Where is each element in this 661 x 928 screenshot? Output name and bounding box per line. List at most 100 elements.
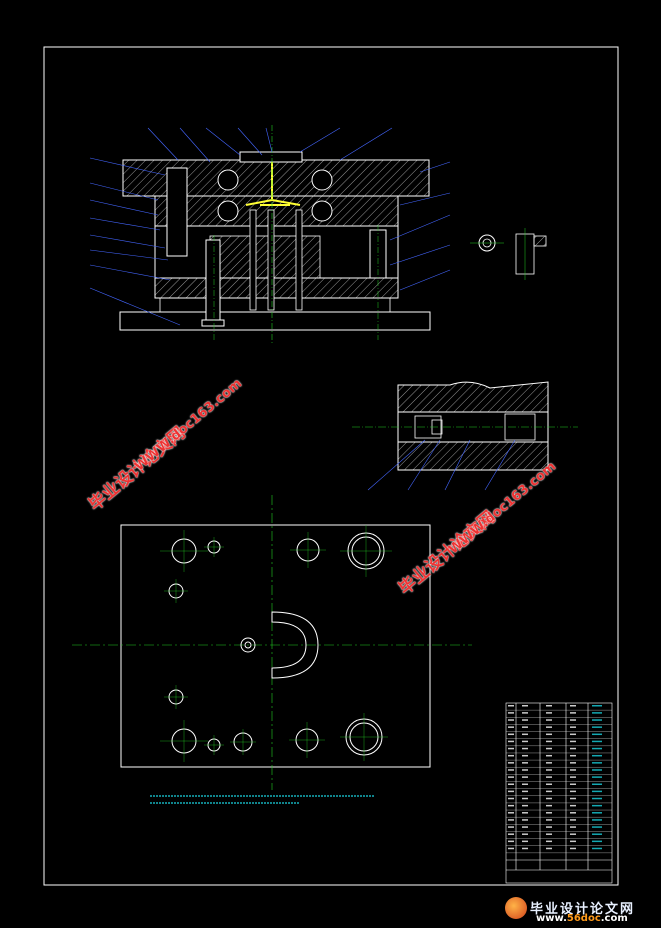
table-cell-mark: [522, 726, 528, 728]
table-cell-mark: [570, 705, 576, 707]
table-cell-mark: [522, 762, 528, 764]
table-cell-mark: [522, 740, 528, 743]
table-cell-mark: [546, 747, 552, 750]
technical-notes-marks: [150, 795, 375, 804]
table-cell-mark: [570, 812, 576, 814]
table-cell-mark: [592, 754, 602, 757]
table-cell-mark: [508, 740, 514, 743]
table-cell-mark: [570, 726, 576, 728]
table-cell-mark: [508, 812, 514, 814]
table-cell-mark: [508, 705, 514, 707]
table-cell-mark: [592, 740, 602, 743]
footer-brand: 毕业设计论文网: [530, 902, 636, 917]
table-cell-mark: [522, 783, 528, 785]
table-cell-mark: [592, 819, 602, 821]
table-cell-mark: [522, 833, 528, 835]
table-cell-mark: [522, 769, 528, 771]
table-cell-mark: [592, 797, 602, 800]
table-cell-mark: [592, 840, 602, 843]
table-cell-mark: [570, 733, 576, 736]
table-cell-mark: [570, 847, 576, 850]
site-logo-icon: [505, 897, 527, 919]
table-cell-mark: [546, 762, 552, 764]
table-cell-mark: [508, 840, 514, 843]
table-cell-mark: [522, 819, 528, 821]
table-cell-mark: [546, 797, 552, 800]
table-cell-mark: [508, 719, 514, 721]
table-cell-mark: [546, 804, 552, 807]
table-cell-mark: [570, 840, 576, 843]
table-cell-mark: [592, 747, 602, 750]
table-cell-mark: [546, 819, 552, 821]
table-cell-mark: [546, 776, 552, 778]
table-cell-mark: [546, 833, 552, 835]
table-cell-mark: [592, 826, 602, 828]
table-cell-mark: [592, 833, 602, 835]
table-cell-mark: [592, 733, 602, 736]
table-cell-mark: [522, 847, 528, 850]
table-cell-mark: [508, 783, 514, 785]
table-cell-mark: [570, 826, 576, 828]
table-cell-mark: [570, 754, 576, 757]
table-cell-mark: [508, 762, 514, 764]
table-cell-mark: [508, 754, 514, 757]
table-cell-mark: [546, 783, 552, 785]
table-cell-mark: [570, 797, 576, 800]
table-cell-mark: [522, 797, 528, 800]
table-cell-mark: [508, 804, 514, 807]
detail-section-view: [352, 381, 578, 491]
table-cell-mark: [592, 776, 602, 778]
table-cell-mark: [508, 769, 514, 771]
table-cell-mark: [546, 840, 552, 843]
table-cell-mark: [592, 783, 602, 785]
table-cell-mark: [522, 754, 528, 757]
table-cell-mark: [592, 804, 602, 807]
outer-frame: [43, 46, 619, 886]
table-cell-mark: [546, 769, 552, 771]
table-cell-mark: [522, 733, 528, 736]
table-cell-mark: [592, 790, 602, 793]
table-cell-mark: [546, 705, 552, 707]
table-cell-mark: [570, 776, 576, 778]
table-cell-mark: [592, 769, 602, 771]
table-cell-mark: [508, 712, 514, 714]
table-cell-mark: [508, 790, 514, 793]
table-cell-mark: [508, 833, 514, 835]
table-cell-mark: [508, 847, 514, 850]
detail-view-small: [470, 228, 547, 280]
table-cell-mark: [592, 726, 602, 728]
table-cell-mark: [546, 826, 552, 828]
table-cell-mark: [546, 726, 552, 728]
table-cell-mark: [570, 804, 576, 807]
table-cell-mark: [570, 769, 576, 771]
footer-url[interactable]: www.56doc.com: [536, 913, 628, 924]
table-cell-mark: [546, 847, 552, 850]
table-cell-mark: [592, 712, 602, 714]
table-cell-mark: [570, 712, 576, 714]
table-cell-mark: [522, 747, 528, 750]
table-cell-mark: [570, 819, 576, 821]
table-cell-mark: [508, 726, 514, 728]
table-cell-mark: [522, 812, 528, 814]
table-cell-mark: [592, 719, 602, 721]
table-cell-mark: [570, 783, 576, 785]
table-cell-mark: [522, 712, 528, 714]
table-cell-mark: [522, 705, 528, 707]
table-cell-mark: [570, 790, 576, 793]
table-cell-mark: [508, 797, 514, 800]
table-cell-mark: [508, 747, 514, 750]
table-cell-mark: [570, 833, 576, 835]
table-cell-mark: [546, 754, 552, 757]
parts-list-table: [505, 702, 613, 884]
table-cell-mark: [546, 712, 552, 714]
parts-list-rows: [506, 709, 612, 854]
table-cell-mark: [546, 733, 552, 736]
plan-view: [72, 495, 472, 790]
table-cell-mark: [592, 812, 602, 814]
mold-section-view: [89, 125, 451, 345]
table-cell-mark: [592, 705, 602, 707]
table-cell-mark: [570, 719, 576, 721]
table-cell-mark: [522, 826, 528, 828]
table-cell-mark: [508, 826, 514, 828]
table-cell-mark: [522, 840, 528, 843]
